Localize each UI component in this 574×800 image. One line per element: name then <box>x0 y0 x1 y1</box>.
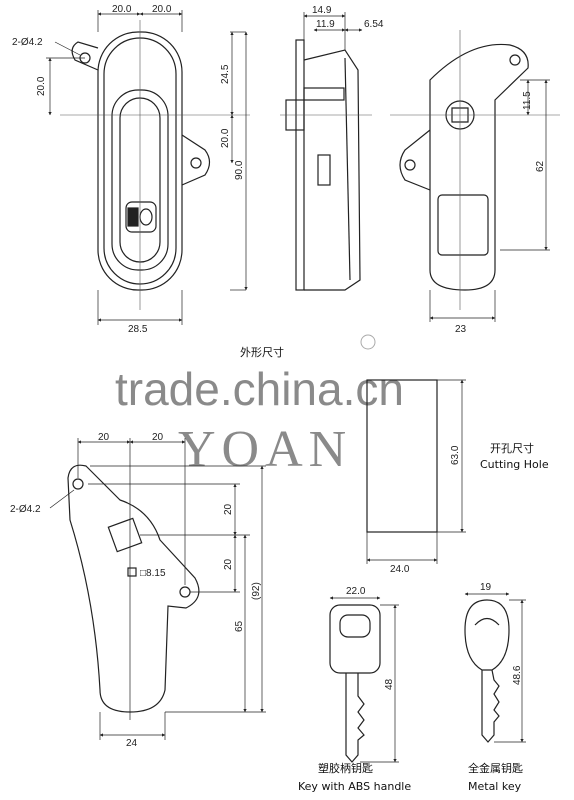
side-view <box>280 39 372 291</box>
metal-key <box>464 599 510 743</box>
bracket-upper-hole <box>72 478 84 490</box>
dim-front-width-right: 20.0 <box>152 4 172 15</box>
metal-key-caption-en: Metal key <box>468 780 522 793</box>
dim-abs-key-length: 48 <box>384 678 395 690</box>
side-body-edge <box>344 57 351 281</box>
dim-rear-height: 62 <box>535 160 546 172</box>
metal-key-dimensions <box>464 592 526 743</box>
dim-bracket-hole: 2-Ø4.2 <box>10 504 41 515</box>
cutting-hole <box>366 379 438 533</box>
cutting-hole-title-cn: 开孔尺寸 <box>490 441 534 455</box>
rear-view <box>390 30 560 310</box>
dim-bracket-middle: 20 <box>223 558 234 570</box>
abs-key-caption-en: Key with ABS handle <box>298 780 411 793</box>
dim-cutting-width: 24.0 <box>390 564 410 575</box>
watermark-site: trade.china.cn <box>115 363 404 415</box>
side-view-dimensions <box>303 12 363 50</box>
abs-key-head <box>329 604 381 674</box>
outline-dimensions-title: 外形尺寸 <box>240 345 284 359</box>
rear-body <box>429 43 529 291</box>
dim-front-mid-vertical: 20.0 <box>220 128 231 148</box>
side-panel <box>295 39 305 291</box>
rear-cam-hex <box>451 107 469 123</box>
keyhole-block <box>125 201 157 233</box>
dim-bracket-width-right: 20 <box>152 432 164 443</box>
rear-upper-hole <box>509 54 521 66</box>
abs-key-blade <box>345 673 365 763</box>
side-cam <box>317 154 331 186</box>
bracket <box>67 464 200 713</box>
dim-front-bottom-width: 28.5 <box>128 324 148 335</box>
dim-bracket-bottom: 24 <box>126 738 138 749</box>
dim-front-left-vertical: 20.0 <box>36 76 47 96</box>
metal-key-head <box>464 599 510 671</box>
dim-abs-key-width: 22.0 <box>346 586 366 597</box>
rear-view-dimensions <box>429 79 550 322</box>
dim-front-top-vertical: 24.5 <box>220 64 231 84</box>
cutting-hole-title-en: Cutting Hole <box>480 458 549 471</box>
front-view <box>60 20 250 310</box>
bracket-square-hole <box>107 517 143 553</box>
metal-key-caption-cn: 全金属钥匙 <box>468 761 523 775</box>
metal-key-hole <box>474 617 500 626</box>
dim-bracket-upper: 20 <box>223 503 234 515</box>
dim-bracket-width-left: 20 <box>98 432 110 443</box>
dim-front-height: 90.0 <box>234 160 245 180</box>
dim-cutting-height: 63.0 <box>450 445 461 465</box>
square-symbol-icon <box>127 567 137 577</box>
dim-side-inner-depth: 11.9 <box>316 19 335 30</box>
dim-metal-key-length: 48.6 <box>512 665 523 685</box>
upper-flange <box>71 41 99 71</box>
abs-key-grip <box>339 614 371 638</box>
rear-left-flange <box>399 129 431 191</box>
bracket-dimensions <box>49 438 266 740</box>
dim-bracket-total: (92) <box>251 582 262 600</box>
registered-mark-icon <box>360 334 376 350</box>
dim-rear-width: 23 <box>455 324 467 335</box>
dim-front-width-left: 20.0 <box>112 4 132 15</box>
dim-side-depth: 14.9 <box>312 5 332 16</box>
dim-metal-key-width: 19 <box>480 582 492 593</box>
metal-key-blade <box>481 669 500 743</box>
bracket-lower-hole <box>179 586 191 598</box>
rear-cutout <box>437 194 489 256</box>
rear-left-hole <box>404 159 416 171</box>
dim-bracket-lower: 65 <box>234 620 245 632</box>
cutting-hole-dimensions <box>366 379 466 564</box>
right-flange <box>181 134 211 186</box>
keyhole <box>139 208 153 226</box>
dim-rear-offset: 11.5 <box>522 91 533 110</box>
front-view-dimensions <box>46 10 248 325</box>
dim-bracket-square: □8.15 <box>140 568 166 579</box>
abs-key-caption-cn: 塑胶柄钥匙 <box>318 761 373 775</box>
abs-key-dimensions <box>329 596 399 763</box>
side-bracket <box>303 87 345 101</box>
dim-front-hole: 2-Ø4.2 <box>12 37 43 48</box>
key-logo <box>127 207 139 227</box>
cutting-hole-rect <box>366 379 438 533</box>
right-mount-hole <box>190 157 202 169</box>
dim-side-flange: 6.54 <box>364 19 384 30</box>
bracket-outline <box>67 464 200 713</box>
abs-key <box>329 604 381 763</box>
side-body <box>303 49 361 291</box>
watermark-brand: YOAN <box>178 421 352 478</box>
